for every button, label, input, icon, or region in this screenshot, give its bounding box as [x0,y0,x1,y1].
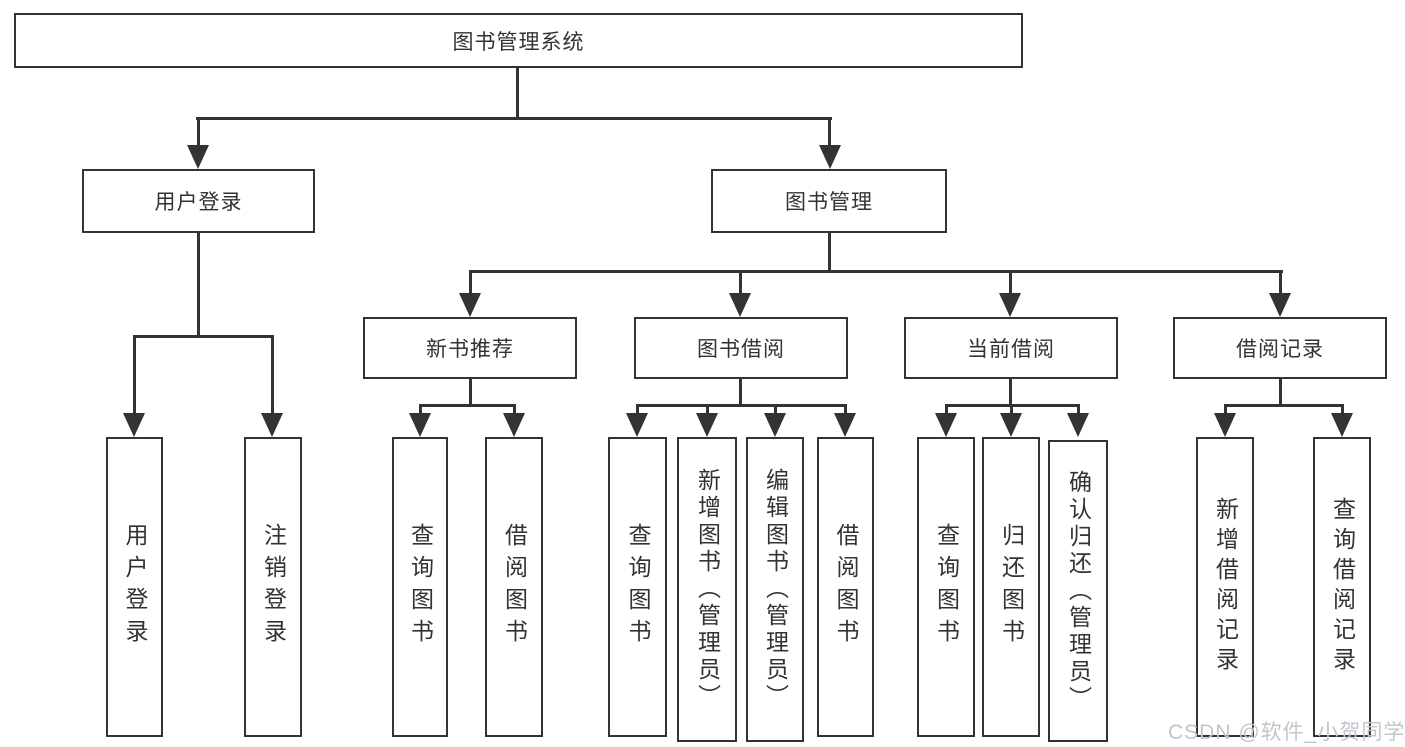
arrow-down-icon [819,145,841,169]
connector-vline [1224,407,1227,417]
node-borrowing-records: 借阅记录 [1173,317,1387,379]
arrow-down-icon [834,413,856,437]
arrow-down-icon [935,413,957,437]
arrow-down-icon [696,413,718,437]
arrow-down-icon [1000,413,1022,437]
node-book-management: 图书管理 [711,169,947,233]
arrow-down-icon [261,413,283,437]
connector-vline [469,379,472,406]
leaf-logout-login: 注销登录 [244,437,302,737]
arrow-down-icon [729,293,751,317]
connector-vline [636,407,639,417]
node-root: 图书管理系统 [14,13,1023,68]
arrow-down-icon [999,293,1021,317]
connector-vline [271,338,274,417]
connector-vline [945,407,948,417]
leaf-query-books-borrowing: 查询图书 [608,437,667,737]
arrow-down-icon [1331,413,1353,437]
connector-hline [469,270,1283,273]
leaf-query-books-recommend: 查询图书 [392,437,448,737]
connector-hline [133,335,274,338]
connector-vline [706,407,709,417]
arrow-down-icon [1067,413,1089,437]
arrow-down-icon [626,413,648,437]
arrow-down-icon [503,413,525,437]
leaf-user-login: 用户登录 [106,437,163,737]
watermark: CSDN @软件_小贺同学 [1168,721,1405,744]
connector-vline [513,407,516,417]
connector-vline [828,120,831,149]
connector-vline [739,273,742,297]
connector-vline [197,233,200,337]
leaf-query-books-current: 查询图书 [917,437,975,737]
connector-vline [1009,273,1012,297]
connector-hline [196,117,832,120]
connector-vline [828,233,831,272]
connector-vline [739,379,742,406]
connector-vline [774,407,777,417]
node-new-book-recommend: 新书推荐 [363,317,577,379]
connector-hline [636,404,847,407]
connector-vline [469,273,472,297]
connector-hline [945,404,1080,407]
arrow-down-icon [764,413,786,437]
arrow-down-icon [1269,293,1291,317]
leaf-query-borrow-record: 查询借阅记录 [1313,437,1371,737]
node-user-login: 用户登录 [82,169,315,233]
connector-vline [1279,273,1282,297]
connector-vline [419,407,422,417]
arrow-down-icon [459,293,481,317]
connector-vline [1010,407,1013,417]
leaf-return-books: 归还图书 [982,437,1040,737]
connector-vline [133,338,136,417]
connector-vline [844,407,847,417]
connector-vline [1077,407,1080,417]
leaf-add-borrow-record: 新增借阅记录 [1196,437,1254,737]
connector-vline [197,120,200,149]
connector-hline [419,404,516,407]
connector-vline [1009,379,1012,406]
leaf-add-books-admin: 新增图书（管理员） [677,437,737,742]
leaf-borrow-books-recommend: 借阅图书 [485,437,543,737]
arrow-down-icon [409,413,431,437]
leaf-edit-books-admin: 编辑图书（管理员） [746,437,804,742]
arrow-down-icon [123,413,145,437]
connector-vline [1279,379,1282,406]
connector-vline [516,68,519,120]
arrow-down-icon [187,145,209,169]
node-book-borrowing: 图书借阅 [634,317,848,379]
node-current-borrowing: 当前借阅 [904,317,1118,379]
connector-hline [1224,404,1344,407]
connector-vline [1341,407,1344,417]
arrow-down-icon [1214,413,1236,437]
leaf-confirm-return-admin: 确认归还（管理员） [1048,440,1108,742]
leaf-borrow-books-borrowing: 借阅图书 [817,437,874,737]
